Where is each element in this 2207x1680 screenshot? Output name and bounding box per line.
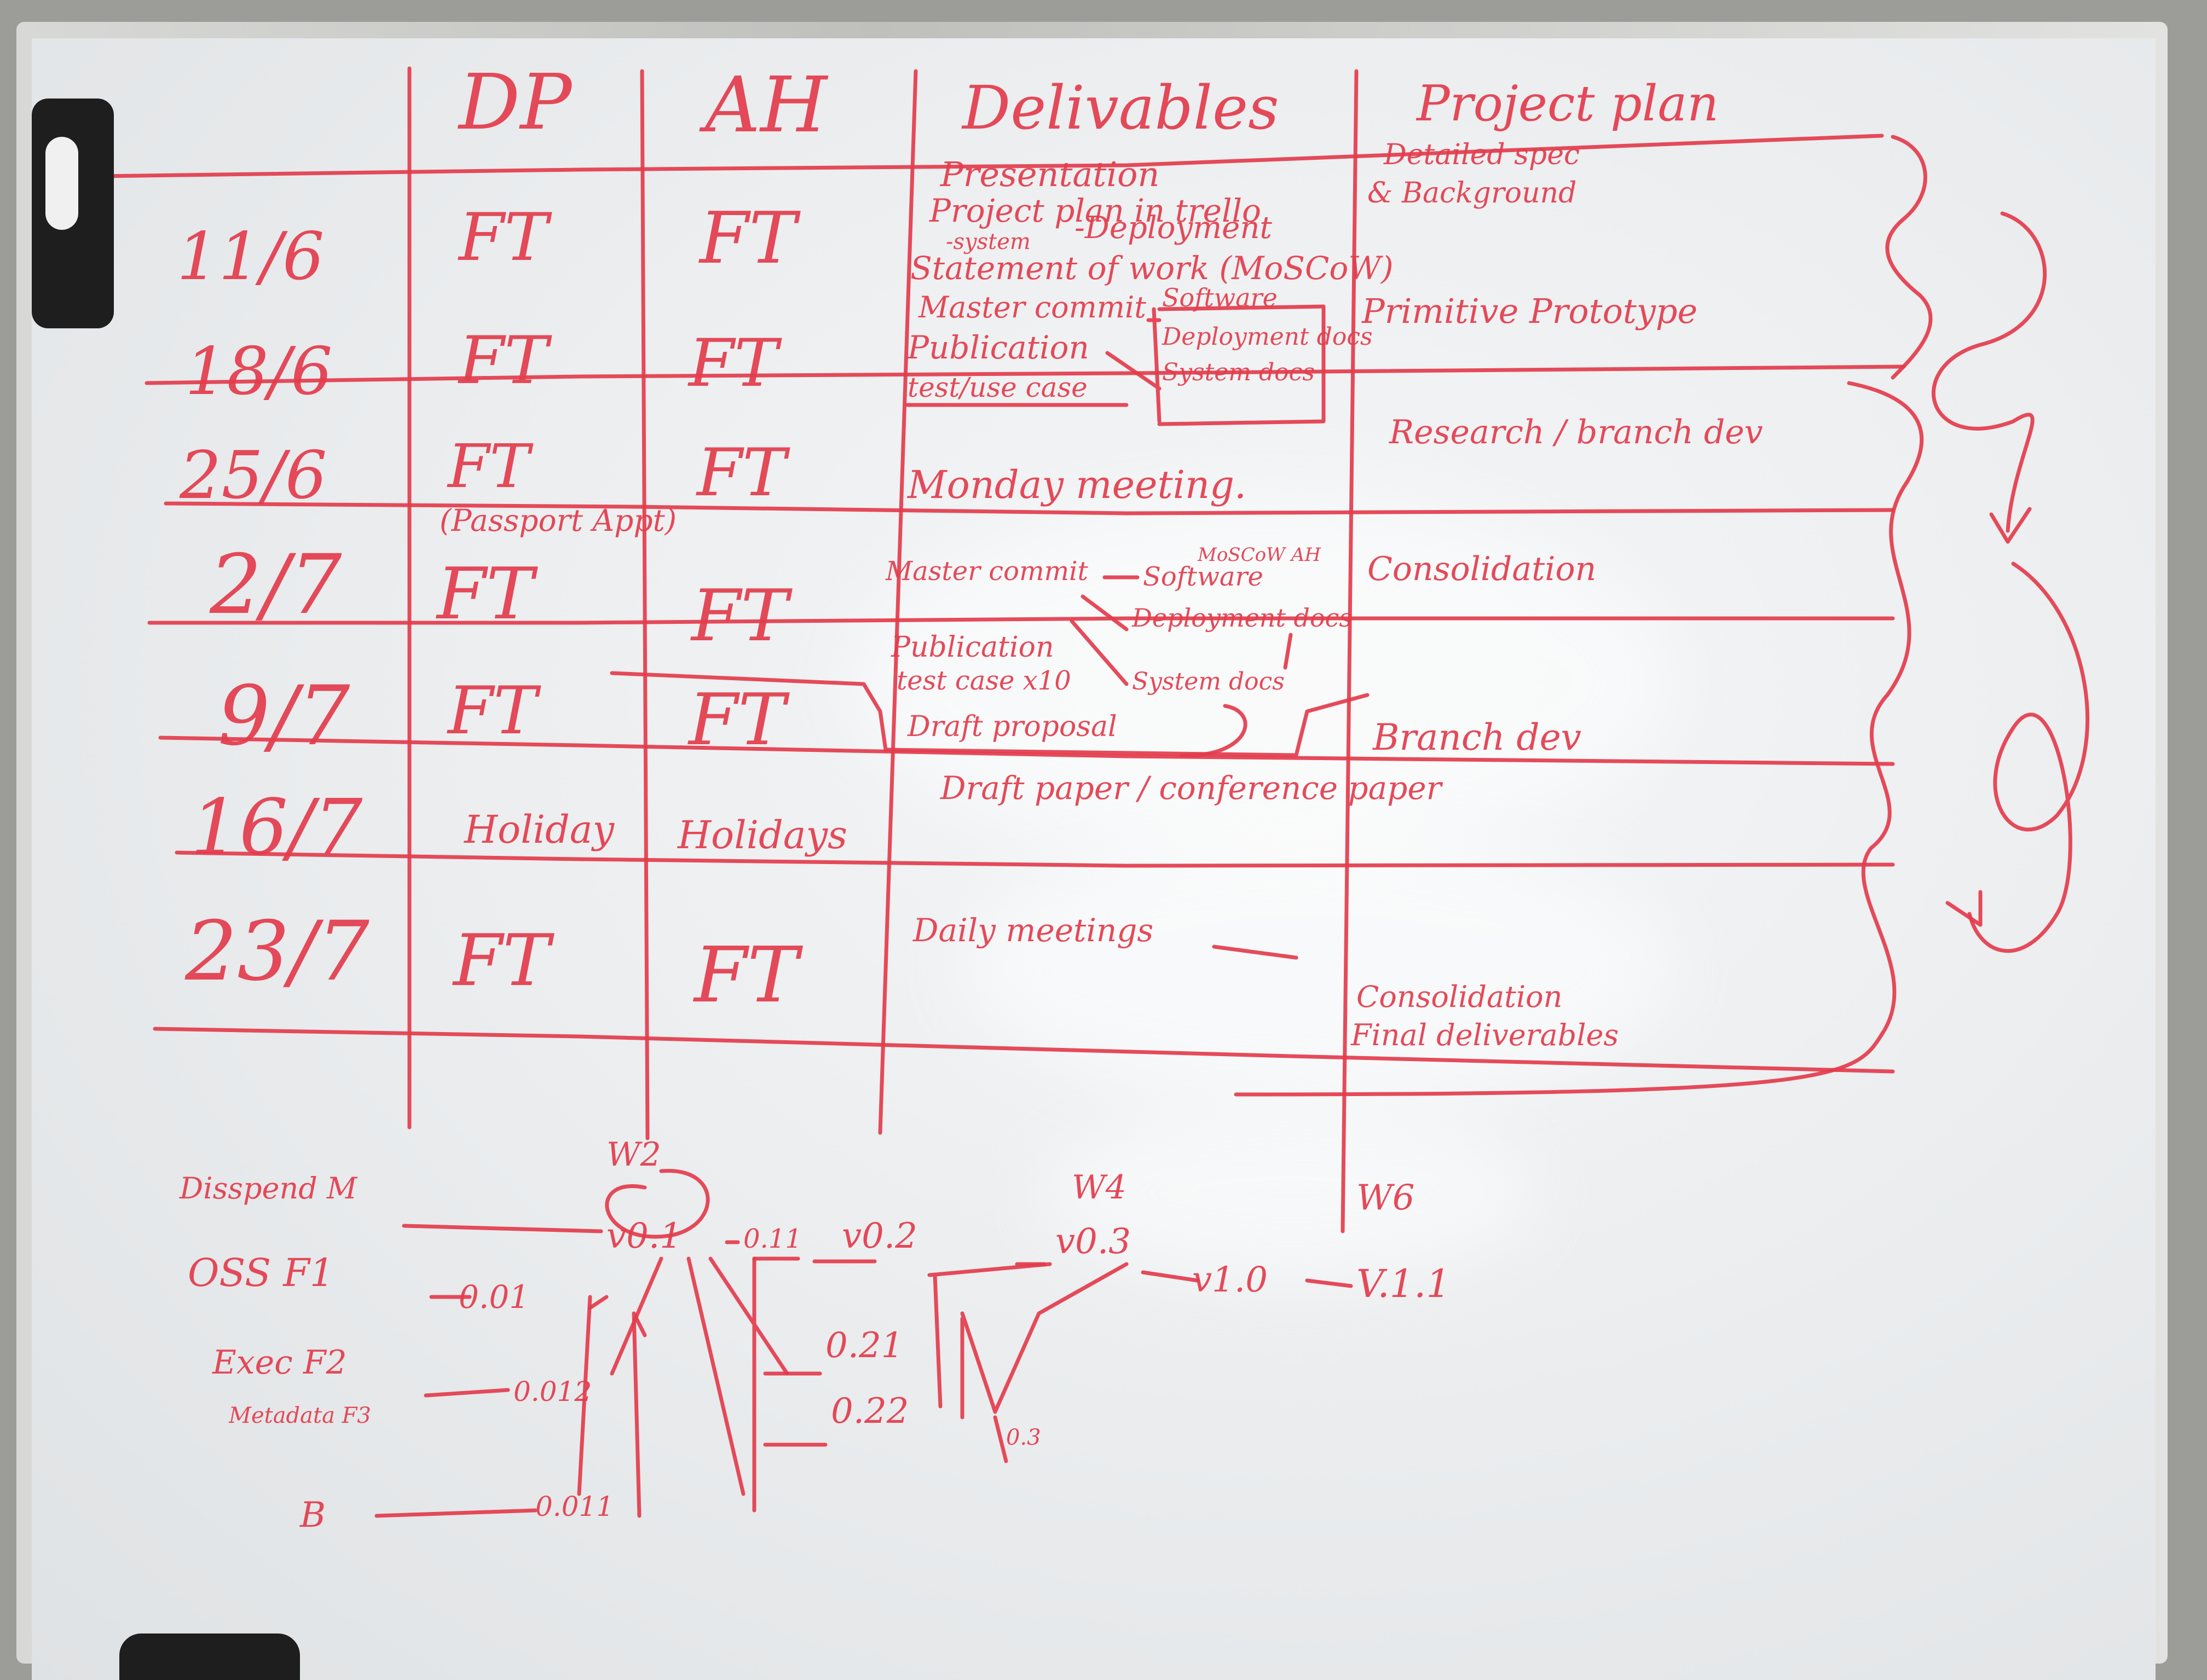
board-clip	[32, 99, 114, 328]
deliverable-text: Draft proposal	[907, 710, 1117, 743]
row-date: 25/6	[179, 438, 327, 514]
ah-cell: FT	[690, 574, 793, 657]
week-label: W6	[1356, 1178, 1415, 1218]
deliverable-text: System docs	[1132, 668, 1285, 696]
table-grid	[95, 66, 1906, 1233]
deliverables-column: Presentation Project plan in trello -sys…	[610, 154, 1443, 949]
version-node: v0.2	[842, 1216, 917, 1256]
header-project-plan: Project plan	[1416, 75, 1719, 132]
role-label: B	[299, 1495, 326, 1536]
row-date: 11/6	[177, 219, 324, 295]
week-label: W4	[1072, 1168, 1126, 1207]
table-header: DP AH Delivables Project plan	[457, 58, 1719, 150]
row-date: 16/7	[190, 783, 362, 872]
ah-cell: FT	[692, 931, 803, 1020]
ah-cell: FT	[687, 326, 782, 402]
version-node: 0.3	[1006, 1425, 1041, 1450]
ah-cell: Holidays	[677, 813, 847, 858]
ah-cell: FT	[687, 678, 790, 761]
deliverable-text: -Deployment	[1074, 210, 1272, 246]
deliverable-text: Project plan in trello	[929, 192, 1261, 229]
plan-text: Consolidation	[1356, 980, 1562, 1014]
ah-cell: FT	[698, 196, 801, 280]
dp-cell: FT	[447, 431, 534, 501]
project-plan-column: Detailed spec & Background Primitive Pro…	[1350, 138, 1763, 1052]
deliverable-text: System docs	[1162, 358, 1315, 386]
dp-cell: FT	[436, 552, 538, 635]
whiteboard: DP AH Delivables Project plan 11/6 18/6 …	[32, 38, 2156, 1680]
role-label: Metadata F3	[228, 1403, 371, 1428]
version-node: V.1.1	[1356, 1261, 1451, 1306]
dp-cell: FT	[447, 673, 541, 749]
deliverable-text: Draft paper / conference paper	[940, 769, 1443, 807]
ah-cell: FT	[696, 435, 790, 511]
plan-text: Research / branch dev	[1389, 413, 1763, 451]
plan-text: & Background	[1367, 177, 1576, 210]
header-dp: DP	[457, 58, 573, 147]
deliverable-text: Master commit	[918, 290, 1146, 325]
board-clip	[119, 1633, 300, 1680]
version-node: v0.3	[1055, 1221, 1131, 1262]
row-date: 23/7	[184, 904, 369, 999]
deliverable-text: test case x10	[897, 665, 1071, 696]
header-deliverables: Delivables	[961, 73, 1279, 143]
role-label: Exec F2	[212, 1343, 347, 1382]
deliverable-text: Daily meetings	[912, 912, 1153, 949]
deliverable-text: Statement of work (MoSCoW)	[910, 250, 1394, 287]
light-reflection	[1044, 1105, 1537, 1281]
plan-text: Branch dev	[1372, 716, 1581, 758]
version-node: v1.0	[1192, 1260, 1268, 1300]
dp-cell: FT	[458, 200, 552, 276]
deliverable-text: MoSCoW AH	[1197, 544, 1321, 566]
plan-text: Detailed spec	[1383, 138, 1580, 171]
deliverable-text: Monday meeting.	[906, 462, 1246, 507]
header-ah: AH	[699, 61, 829, 150]
date-column: 11/6 18/6 25/6 2/7 9/7 16/7 23/7	[177, 219, 369, 999]
deliverable-text: Deployment docs	[1131, 603, 1352, 633]
version-node: 0.22	[831, 1391, 909, 1432]
version-node: 0.012	[513, 1376, 592, 1407]
version-node: 0.11	[743, 1224, 802, 1254]
role-label: OSS F1	[188, 1250, 334, 1295]
light-reflection	[962, 832, 1674, 1105]
version-node: 0.011	[535, 1491, 614, 1522]
dp-cell: Holiday	[463, 807, 615, 852]
deliverable-text: Software	[1143, 561, 1263, 592]
dp-note: (Passport Appt)	[440, 503, 677, 538]
timeline-braces	[1234, 135, 2090, 1097]
deliverable-text: test/use case	[908, 372, 1088, 403]
deliverable-text: Master commit	[885, 556, 1088, 587]
week-label: W2	[606, 1136, 661, 1174]
deliverable-text: Publication	[907, 329, 1089, 366]
deliverable-text: Publication	[891, 631, 1054, 664]
plan-text: Consolidation	[1367, 550, 1596, 588]
dp-ah-cells: FT FT FT FT FT (Passport Appt) FT FT FT …	[436, 196, 847, 1020]
row-date: 18/6	[185, 334, 332, 410]
deliverable-text: -system	[946, 229, 1031, 254]
version-node: 0.21	[825, 1325, 904, 1366]
handwriting-layer: DP AH Delivables Project plan 11/6 18/6 …	[95, 58, 2090, 1536]
plan-text: Final deliverables	[1350, 1018, 1619, 1052]
version-diagram: W2 W4 W6 Disspend M OSS F1 Exec F2 Metad…	[179, 1136, 1451, 1536]
deliverable-text: Deployment docs	[1162, 323, 1373, 351]
light-reflection	[853, 503, 1674, 859]
plan-text: Primitive Prototype	[1361, 291, 1697, 331]
row-date: 2/7	[209, 537, 342, 633]
dp-cell: FT	[458, 323, 552, 399]
role-label: Disspend M	[179, 1171, 358, 1206]
row-date: 9/7	[218, 669, 350, 764]
deliverable-text: Presentation	[940, 154, 1159, 194]
dp-cell: FT	[452, 919, 554, 1002]
